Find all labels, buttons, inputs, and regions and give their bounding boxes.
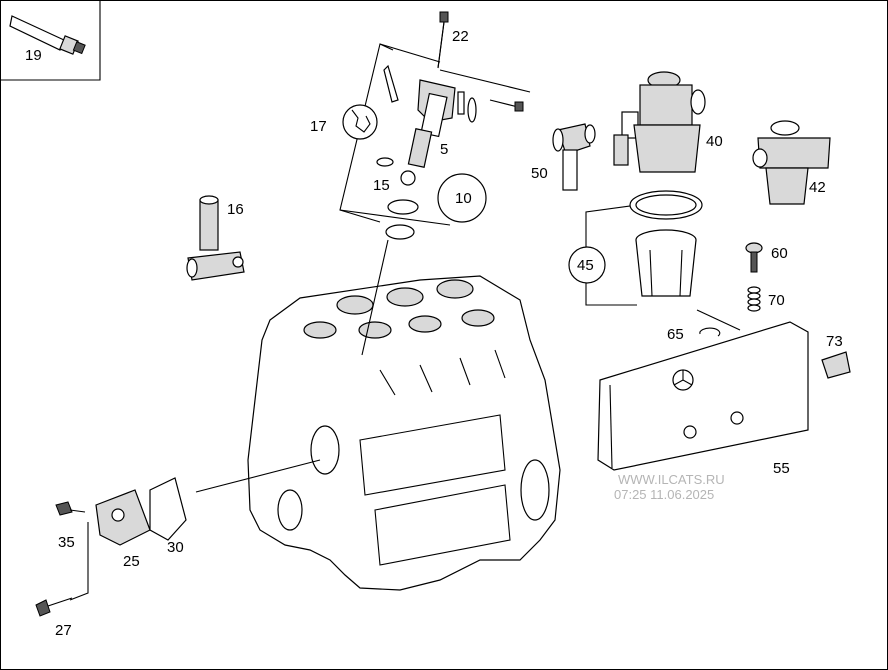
part-45-filter-element[interactable]	[568, 190, 703, 306]
part-10-o-rings[interactable]	[385, 173, 487, 240]
part-40-filter-head[interactable]	[613, 71, 706, 173]
leader-27	[69, 522, 89, 601]
part-27-bolt[interactable]	[35, 597, 73, 617]
part-16-lift-pump[interactable]	[186, 195, 245, 281]
callout-50: 50	[531, 165, 548, 182]
callout-65: 65	[667, 326, 684, 343]
watermark-site: WWW.ILCATS.RU	[618, 472, 725, 487]
part-22-bolt[interactable]	[437, 11, 449, 69]
wrench-icon	[342, 104, 378, 140]
engine-block[interactable]	[247, 275, 561, 591]
callout-25: 25	[123, 553, 140, 570]
callout-42: 42	[809, 179, 826, 196]
part-25-cover[interactable]	[95, 489, 151, 546]
part-42-filter[interactable]	[752, 120, 831, 205]
callout-30: 30	[167, 539, 184, 556]
part-60-plug[interactable]	[745, 242, 763, 273]
callout-17: 17	[310, 118, 327, 135]
callout-16: 16	[227, 201, 244, 218]
inset-box-19	[0, 0, 101, 81]
part-5-injector[interactable]	[383, 64, 524, 186]
watermark-timestamp: 07:25 11.06.2025	[614, 487, 714, 502]
callout-60: 60	[771, 245, 788, 262]
callout-labels: 19 22 17 5 15 10 16 40 50 42 45 60 70 65…	[25, 28, 843, 639]
callout-35: 35	[58, 534, 75, 551]
part-30-gasket[interactable]	[149, 477, 187, 541]
callout-10: 10	[455, 190, 472, 207]
callout-27: 27	[55, 622, 72, 639]
callout-5: 5	[440, 141, 448, 158]
part-73-clip[interactable]	[821, 351, 851, 379]
callout-15: 15	[373, 177, 390, 194]
part-19-tube[interactable]	[9, 15, 86, 55]
callout-22: 22	[452, 28, 469, 45]
part-15-seal[interactable]	[376, 157, 394, 167]
callout-19: 19	[25, 47, 42, 64]
part-65-clip[interactable]	[699, 327, 721, 337]
part-70-spring[interactable]	[747, 286, 761, 312]
callout-70: 70	[768, 292, 785, 309]
part-50-fitting[interactable]	[552, 123, 596, 191]
callout-40: 40	[706, 133, 723, 150]
watermark: WWW.ILCATS.RU 07:25 11.06.2025	[614, 472, 725, 502]
callout-55: 55	[773, 460, 790, 477]
callout-45: 45	[577, 257, 594, 274]
callout-73: 73	[826, 333, 843, 350]
part-35-bolt[interactable]	[55, 501, 86, 516]
part-55-cover[interactable]	[597, 321, 809, 471]
